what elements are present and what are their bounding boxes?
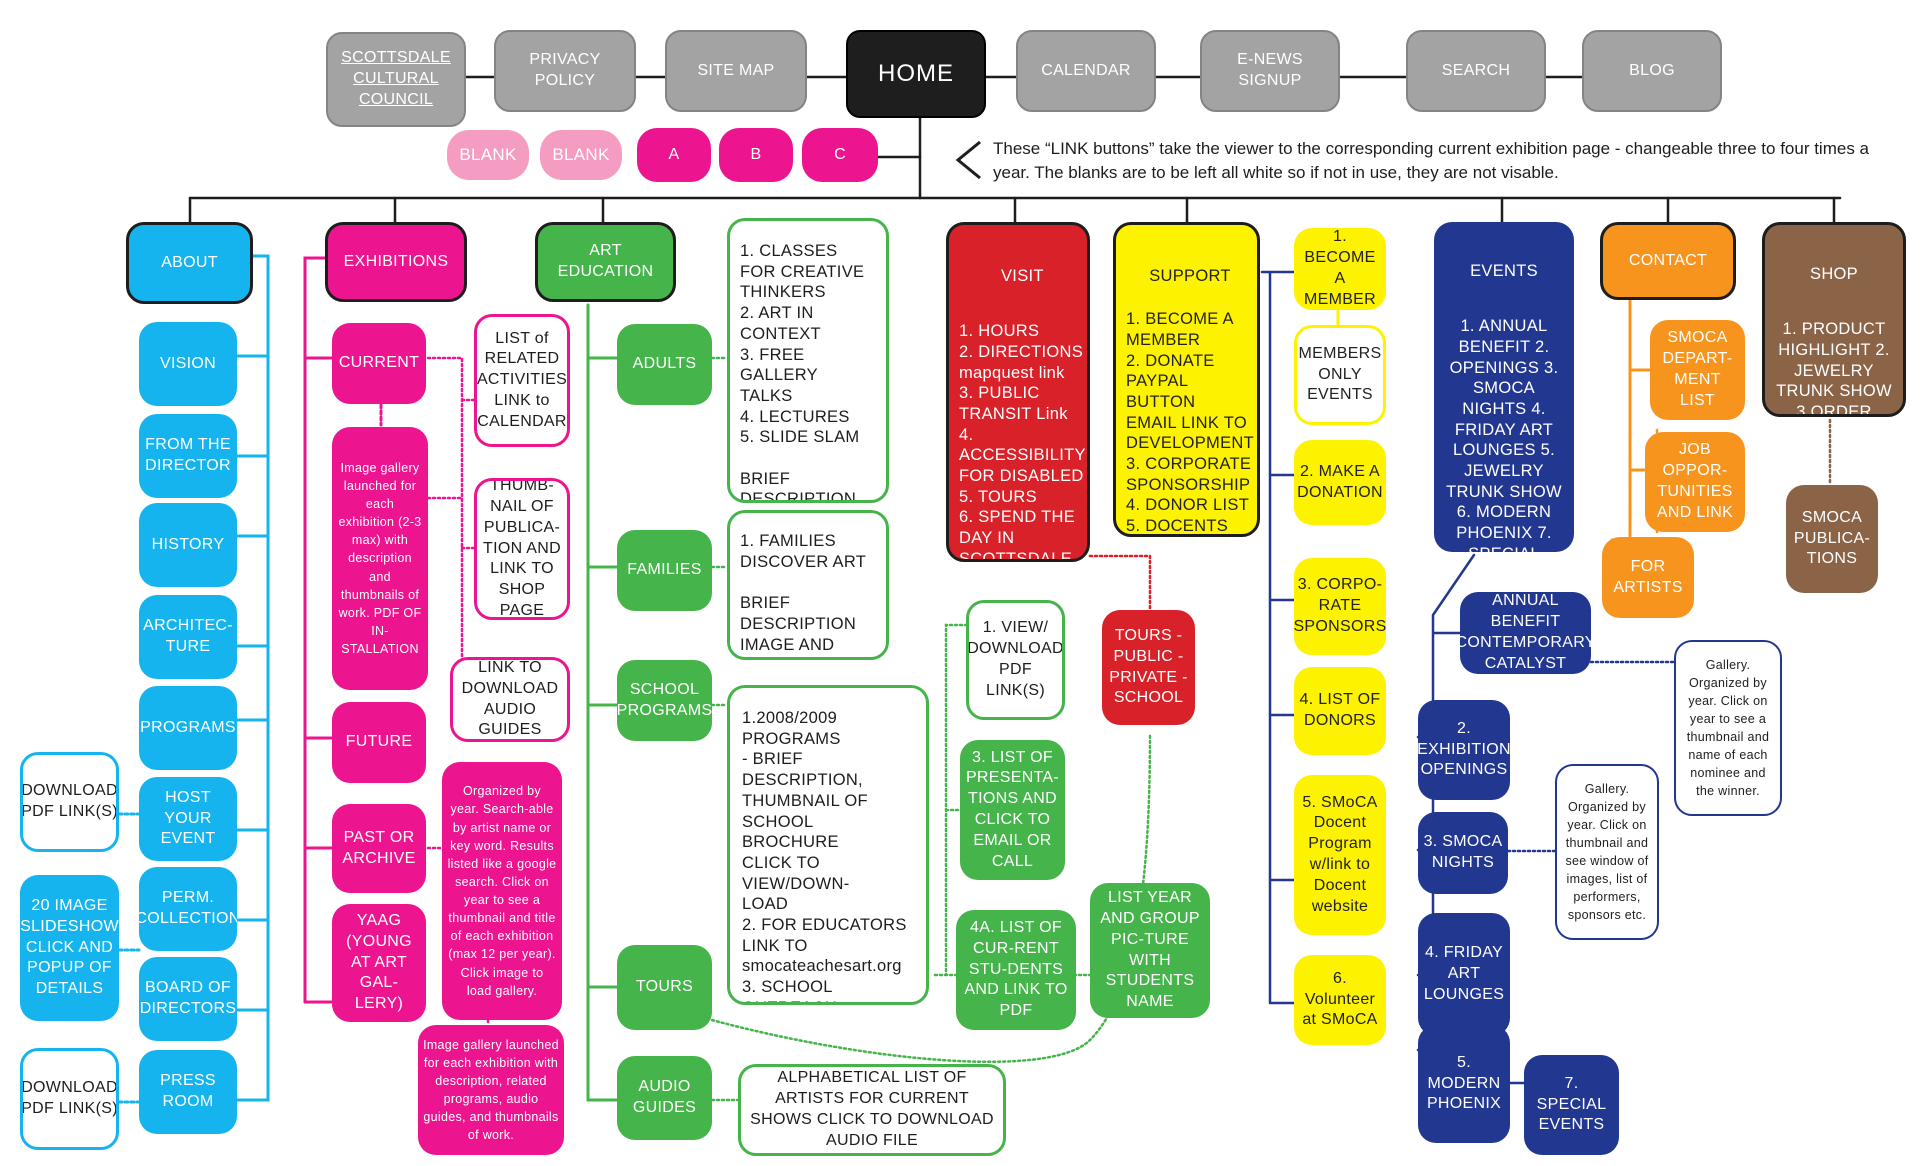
shop-panel[interactable]: SHOP 1. PRODUCT HIGHLIGHT 2. JEWELRY TRU… [1762, 222, 1906, 417]
nav-home[interactable]: HOME [846, 30, 986, 118]
about-programs[interactable]: PROGRAMS [139, 686, 237, 770]
exhibitions-header[interactable]: EXHIBITIONS [325, 222, 467, 302]
exhibitions-related-activities[interactable]: LIST of RELATED ACTIVITIES LINK to CALEN… [474, 314, 570, 447]
support-volunteer[interactable]: 6. Volunteer at SMoCA [1294, 955, 1386, 1045]
contact-job-opportunities[interactable]: JOB OPPOR-TUNITIES AND LINK [1645, 432, 1745, 532]
events-modern-phoenix[interactable]: 5. MODERN PHOENIX [1418, 1025, 1510, 1143]
link-button-c[interactable]: C [802, 128, 878, 182]
exhibitions-yaag[interactable]: YAAG (YOUNG AT ART GAL-LERY) [332, 904, 426, 1022]
events-exhibition-openings[interactable]: 2. EXHIBITION OPENINGS [1418, 700, 1510, 800]
events-content: EVENTS 1. ANNUAL BENEFIT 2. OPENINGS 3. … [1442, 240, 1566, 552]
art-education-school-programs[interactable]: SCHOOL PROGRAMS [617, 660, 712, 741]
events-special-events[interactable]: 7. SPECIAL EVENTS [1524, 1055, 1619, 1155]
art-education-school-list: 1.2008/2009 PROGRAMS - BRIEF DESCRIPTION… [727, 685, 929, 1005]
exhibitions-archive-description: Organized by year. Search-able by artist… [442, 762, 562, 1020]
about-perm-collection[interactable]: PERM. COLLECTION [139, 867, 237, 951]
art-education-view-download-pdf[interactable]: 1. VIEW/ DOWNLOAD PDF LINK(S) [966, 600, 1065, 720]
art-education-adults[interactable]: ADULTS [617, 324, 712, 405]
about-board-of-directors[interactable]: BOARD OF DIRECTORS [139, 957, 237, 1041]
link-button-blank-1[interactable]: BLANK [447, 130, 529, 180]
nav-search[interactable]: SEARCH [1406, 30, 1546, 112]
support-content: SUPPORT 1. BECOME A MEMBER 2. DONATE PAY… [1126, 245, 1254, 536]
about-from-the-director[interactable]: FROM THE DIRECTOR [139, 414, 237, 498]
link-buttons-note: These “LINK buttons” take the viewer to … [993, 139, 1869, 182]
about-header[interactable]: ABOUT [126, 222, 253, 304]
exhibitions-future[interactable]: FUTURE [332, 702, 426, 783]
art-education-list-students[interactable]: 4A. LIST OF CUR-RENT STU-DENTS AND LINK … [956, 910, 1076, 1030]
nav-enews-signup[interactable]: E-NEWS SIGNUP [1200, 30, 1340, 112]
support-members-only[interactable]: MEMBERS ONLY EVENTS [1294, 325, 1386, 425]
art-education-header[interactable]: ART EDUCATION [535, 222, 676, 302]
nav-blog[interactable]: BLOG [1582, 30, 1722, 112]
art-education-families[interactable]: FAMILIES [617, 530, 712, 611]
nav-site-map[interactable]: SITE MAP [665, 30, 807, 112]
art-education-alphabetical-list[interactable]: ALPHABETICAL LIST OF ARTISTS FOR CURRENT… [738, 1064, 1006, 1156]
shop-list: 1. PRODUCT HIGHLIGHT 2. JEWELRY TRUNK SH… [1776, 320, 1892, 417]
events-gallery-sponsors: Gallery. Organized by year. Click on thu… [1555, 764, 1659, 940]
contact-header[interactable]: CONTACT [1600, 222, 1736, 300]
link-button-a[interactable]: A [637, 128, 711, 182]
about-vision[interactable]: VISION [139, 322, 237, 406]
shop-header[interactable]: SHOP [1810, 264, 1858, 283]
contact-for-artists[interactable]: FOR ARTISTS [1602, 537, 1694, 618]
art-education-tours[interactable]: TOURS [617, 945, 712, 1030]
support-make-donation[interactable]: 2. MAKE A DONATION [1294, 440, 1386, 525]
art-education-list-presentations[interactable]: 3. LIST OF PRESENTA-TIONS AND CLICK TO E… [960, 740, 1065, 880]
nav-calendar[interactable]: CALENDAR [1016, 30, 1156, 112]
visit-content: VISIT 1. HOURS 2. DIRECTIONS mapquest li… [959, 245, 1086, 562]
art-education-adults-list: 1. CLASSES FOR CREATIVE THINKERS 2. ART … [727, 218, 889, 503]
art-education-list-year-group[interactable]: LIST YEAR AND GROUP PIC-TURE WITH STUDEN… [1090, 883, 1210, 1018]
chevron-left-icon [955, 140, 981, 180]
about-host-your-event[interactable]: HOST YOUR EVENT [139, 777, 237, 861]
contact-department-list[interactable]: SMOCA DEPART-MENT LIST [1650, 320, 1745, 420]
art-education-audio-guides[interactable]: AUDIO GUIDES [617, 1056, 712, 1140]
support-list: 1. BECOME A MEMBER 2. DONATE PAYPAL BUTT… [1126, 310, 1254, 536]
events-list: 1. ANNUAL BENEFIT 2. OPENINGS 3. SMOCA N… [1446, 317, 1562, 552]
visit-panel[interactable]: VISIT 1. HOURS 2. DIRECTIONS mapquest li… [946, 222, 1090, 562]
about-download-pdf-1[interactable]: DOWNLOAD PDF LINK(S) [20, 752, 119, 852]
shop-publications[interactable]: SMOCA PUBLICA-TIONS [1786, 485, 1878, 593]
about-architecture[interactable]: ARCHITEC-TURE [139, 595, 237, 679]
support-list-of-donors[interactable]: 4. LIST OF DONORS [1294, 667, 1386, 755]
nav-privacy-policy[interactable]: PRIVACY POLICY [494, 30, 636, 112]
exhibitions-image-gallery: Image gallery launched for each exhibiti… [332, 427, 428, 690]
support-panel[interactable]: SUPPORT 1. BECOME A MEMBER 2. DONATE PAY… [1113, 222, 1260, 537]
events-panel[interactable]: EVENTS 1. ANNUAL BENEFIT 2. OPENINGS 3. … [1434, 222, 1574, 552]
nav-scottsdale-cultural-council[interactable]: SCOTTSDALE CULTURAL COUNCIL [326, 32, 466, 127]
link-button-blank-2[interactable]: BLANK [540, 130, 622, 180]
about-image-slideshow[interactable]: 20 IMAGE SLIDESHOW CLICK AND POPUP OF DE… [20, 875, 119, 1021]
about-history[interactable]: HISTORY [139, 503, 237, 587]
exhibitions-past-or-archive[interactable]: PAST OR ARCHIVE [332, 804, 426, 893]
link-button-b[interactable]: B [719, 128, 793, 182]
shop-content: SHOP 1. PRODUCT HIGHLIGHT 2. JEWELRY TRU… [1773, 243, 1895, 417]
events-annual-benefit[interactable]: 1. SMoCA ANNUAL BENEFIT CONTEMPORARY CAT… [1460, 592, 1591, 674]
about-press-room[interactable]: PRESS ROOM [139, 1050, 237, 1134]
events-friday-art-lounges[interactable]: 4. FRIDAY ART LOUNGES [1418, 913, 1510, 1036]
support-header[interactable]: SUPPORT [1149, 266, 1231, 285]
exhibitions-thumbnail-publication[interactable]: THUMB-NAIL OF PUBLICA-TION AND LINK TO S… [474, 478, 570, 620]
visit-header[interactable]: VISIT [1001, 266, 1044, 285]
support-corporate-sponsors[interactable]: 3. CORPO-RATE SPONSORS [1294, 558, 1386, 655]
about-download-pdf-2[interactable]: DOWNLOAD PDF LINK(S) [20, 1048, 119, 1150]
visit-list: 1. HOURS 2. DIRECTIONS mapquest link 3. … [959, 322, 1086, 562]
exhibitions-yaag-gallery: Image gallery launched for each exhibiti… [418, 1025, 564, 1155]
exhibitions-current[interactable]: CURRENT [332, 323, 426, 404]
visit-tours[interactable]: TOURS - PUBLIC - PRIVATE - SCHOOL [1102, 610, 1195, 725]
exhibitions-audio-guides-link[interactable]: LINK TO DOWNLOAD AUDIO GUIDES [450, 657, 570, 742]
support-docent-program[interactable]: 5. SMoCA Docent Program w/link to Docent… [1294, 775, 1386, 935]
events-gallery-winner: Gallery. Organized by year. Click on yea… [1674, 640, 1782, 816]
events-header[interactable]: EVENTS [1470, 261, 1538, 280]
support-become-member[interactable]: 1. BECOME A MEMBER [1294, 228, 1386, 310]
art-education-families-list: 1. FAMILIES DISCOVER ART BRIEF DESCRIPTI… [727, 510, 889, 660]
events-smoca-nights[interactable]: 3. SMOCA NIGHTS [1418, 812, 1508, 894]
